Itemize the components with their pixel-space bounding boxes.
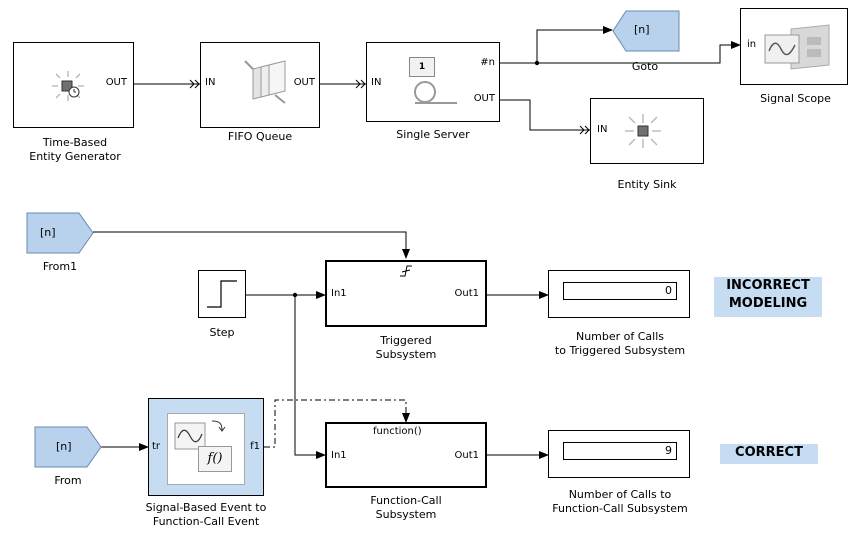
wire-server-sink [500,99,590,135]
curved-arrow-icon [211,420,226,432]
function-call-subsystem-block[interactable]: function() In1 Out1 [325,422,487,488]
time-based-entity-generator-block[interactable]: OUT [13,42,134,128]
display-triggered-label-line1: Number of Calls [575,330,665,343]
wire-server-scope [537,41,741,64]
fcall-label-line1: Function-Call [370,494,442,507]
entity-sink-label: Entity Sink [617,178,677,191]
goto-block[interactable] [612,10,680,52]
signal-event-to-function-call-block[interactable]: tr f1 f() [148,398,264,496]
display-fcall-value: 9 [563,442,677,460]
triggered-label-line1: Triggered [380,334,432,347]
from-tag: [n] [56,440,72,453]
sine-wave-icon [174,422,206,450]
step-block[interactable] [198,270,246,318]
generator-label-line2: Entity Generator [29,150,121,163]
fifo-in-port: IN [205,77,216,88]
entity-sink-block[interactable]: IN [590,98,704,164]
function-glyph: f() [198,446,232,472]
generator-label-line1: Time-Based [42,136,108,149]
fcall-out1-port: Out1 [454,450,480,461]
server-slot-icon [414,81,457,104]
fcall-in1-port: In1 [331,450,347,461]
display-fcall-label-line2: Function-Call Subsystem [552,502,688,515]
triggered-in1-port: In1 [331,288,347,299]
display-triggered-block[interactable]: 0 [548,270,690,318]
correct-badge: CORRECT [720,444,818,464]
sink-in-port: IN [597,124,608,135]
incorrect-line2: MODELING [728,296,808,311]
server-out-port: OUT [473,93,495,104]
display-fcall-label-line1: Number of Calls to [568,488,672,501]
incorrect-modeling-badge: INCORRECT MODELING [714,277,822,317]
triggered-label-line2: Subsystem [375,348,437,361]
display-fcall-block[interactable]: 9 [548,430,690,478]
fcall-label-line2: Subsystem [375,508,437,521]
goto-label: Goto [631,60,659,73]
generator-out-port: OUT [105,77,127,88]
display-triggered-label: Number of Calls to Triggered Subsystem [520,330,720,358]
signal-event-label-line1: Signal-Based Event to [145,501,267,514]
from1-label: From1 [42,260,78,273]
fifo-queue-label: FIFO Queue [227,130,293,143]
fifo-queue-block[interactable]: IN OUT [200,42,320,128]
wire-server-goto [500,26,613,64]
signal-scope-label: Signal Scope [760,92,831,105]
function-call-icon: f() [167,413,245,485]
goto-tag: [n] [634,23,650,36]
fifo-queue-icon [244,60,286,104]
from-block[interactable] [34,426,102,468]
fcall-trigger-port: function() [373,426,422,437]
generator-label: Time-Based Entity Generator [0,136,150,164]
entity-generator-icon [52,71,84,101]
server-icon: 1 [409,57,435,77]
display-triggered-label-line2: to Triggered Subsystem [554,344,686,357]
signal-event-tr-port: tr [152,441,161,452]
wire-function-call [264,399,410,448]
incorrect-line1: INCORRECT [726,278,810,293]
from-label: From [54,474,82,487]
server-n-port: #n [480,57,495,68]
single-server-label: Single Server [396,128,470,141]
function-call-subsystem-label: Function-Call Subsystem [325,494,487,522]
scope-icon [764,24,830,70]
trigger-edge-icon [400,265,412,277]
step-icon [207,280,237,308]
scope-in-port: in [747,39,757,50]
display-triggered-value: 0 [563,282,677,300]
triggered-subsystem-block[interactable]: In1 Out1 [325,260,487,327]
from1-tag: [n] [40,226,56,239]
triggered-subsystem-label: Triggered Subsystem [325,334,487,362]
wire-step-fcall [294,295,326,459]
signal-event-label-line2: Function-Call Event [152,515,260,528]
fifo-out-port: OUT [293,77,315,88]
display-fcall-label: Number of Calls to Function-Call Subsyst… [520,488,720,516]
from1-block[interactable] [26,212,94,254]
triggered-out1-port: Out1 [454,288,480,299]
step-label: Step [209,326,235,339]
single-server-block[interactable]: IN #n OUT 1 [366,42,500,122]
server-in-port: IN [371,77,382,88]
signal-event-f1-port: f1 [250,441,260,452]
entity-sink-icon [625,114,661,148]
wire-from1-trigger [93,231,410,259]
signal-event-label: Signal-Based Event to Function-Call Even… [106,501,306,529]
signal-scope-block[interactable]: in [740,8,848,85]
